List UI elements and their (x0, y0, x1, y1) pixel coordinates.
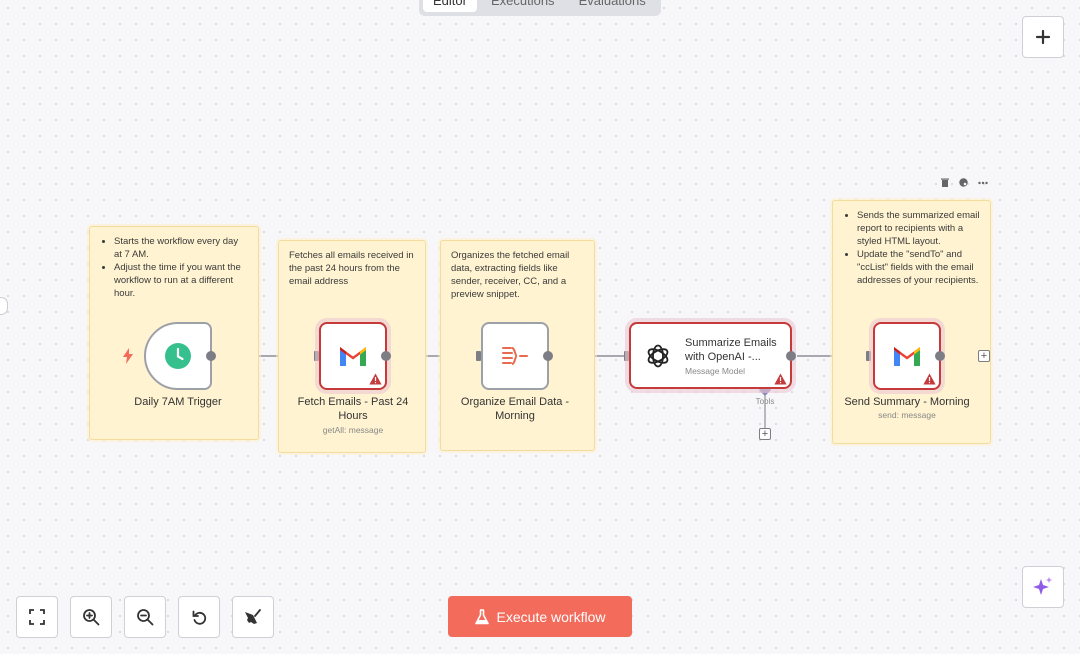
fetch-output-handle[interactable] (381, 351, 391, 361)
fullscreen-icon (29, 609, 45, 625)
broom-icon (245, 609, 261, 624)
zoom-in-button[interactable] (70, 596, 112, 638)
sticky-trigger-line-2: Adjust the time if you want the workflow… (114, 261, 248, 300)
sparkle-icon (1033, 577, 1052, 595)
add-tool-button[interactable]: + (759, 428, 771, 440)
gmail-icon (340, 347, 366, 366)
tab-editor[interactable]: Editor (423, 0, 477, 12)
node-organize-title: Organize Email Data - Morning (460, 396, 570, 422)
trigger-output-handle[interactable] (206, 351, 216, 361)
fit-view-button[interactable] (16, 596, 58, 638)
lightning-icon (123, 348, 133, 364)
palette-icon[interactable] (959, 178, 968, 187)
zoom-in-icon (83, 609, 100, 626)
sticky-fetch-text: Fetches all emails received in the past … (289, 250, 414, 287)
ai-assistant-button[interactable] (1022, 566, 1064, 608)
flask-icon (474, 608, 489, 624)
clock-icon (165, 343, 191, 369)
plus-icon (1035, 29, 1051, 45)
add-node-button[interactable] (1022, 16, 1064, 58)
sticky-trigger-line-1: Starts the workflow every day at 7 AM. (114, 235, 248, 261)
trash-icon[interactable] (941, 178, 949, 187)
view-tabs: Editor Executions Evaluations (419, 0, 661, 16)
organize-input-handle[interactable] (476, 351, 481, 361)
sticky-toolbar (941, 178, 988, 187)
tab-evaluations[interactable]: Evaluations (578, 0, 646, 8)
summarize-output-handle[interactable] (786, 351, 796, 361)
send-input-handle[interactable] (866, 351, 871, 361)
execute-workflow-label: Execute workflow (496, 608, 606, 625)
node-summarize-subtitle: Message Model (685, 365, 746, 376)
openai-icon (647, 344, 669, 367)
node-send-title: Send Summary - Morning (844, 396, 970, 408)
tab-executions[interactable]: Executions (490, 0, 555, 8)
more-icon[interactable] (978, 181, 988, 185)
node-organize-email-data[interactable] (481, 322, 549, 390)
summarize-input-handle[interactable] (624, 351, 629, 361)
tools-connector-label: Tools (755, 397, 775, 406)
node-summarize-openai[interactable]: Summarize Emails with OpenAI -... Messag… (629, 322, 792, 389)
zoom-out-icon (137, 609, 154, 626)
reset-zoom-button[interactable] (178, 596, 220, 638)
warning-icon (774, 373, 787, 385)
send-output-handle[interactable] (935, 351, 945, 361)
node-summarize-title: Summarize Emails with OpenAI -... (685, 336, 777, 363)
node-fetch-title: Fetch Emails - Past 24 Hours (297, 396, 409, 422)
node-trigger-title: Daily 7AM Trigger (134, 396, 222, 408)
gmail-icon (894, 347, 920, 366)
fetch-input-handle[interactable] (314, 351, 319, 361)
execute-workflow-button[interactable]: Execute workflow (448, 596, 632, 637)
node-send-subtitle: send: message (878, 410, 936, 420)
set-fields-icon (502, 347, 528, 365)
node-daily-trigger[interactable] (144, 322, 212, 390)
organize-output-handle[interactable] (543, 351, 553, 361)
sticky-send-line-2: Update the "sendTo" and "ccList" fields … (857, 248, 980, 287)
tidy-up-button[interactable] (232, 596, 274, 638)
warning-icon (369, 373, 382, 385)
sticky-send-line-1: Sends the summarized email report to rec… (857, 209, 980, 248)
add-next-node-button[interactable]: + (978, 350, 990, 362)
node-fetch-subtitle: getAll: message (322, 425, 384, 435)
undo-icon (192, 610, 206, 625)
warning-icon (923, 373, 936, 385)
sticky-organize-text: Organizes the fetched email data, extrac… (451, 250, 570, 300)
zoom-out-button[interactable] (124, 596, 166, 638)
